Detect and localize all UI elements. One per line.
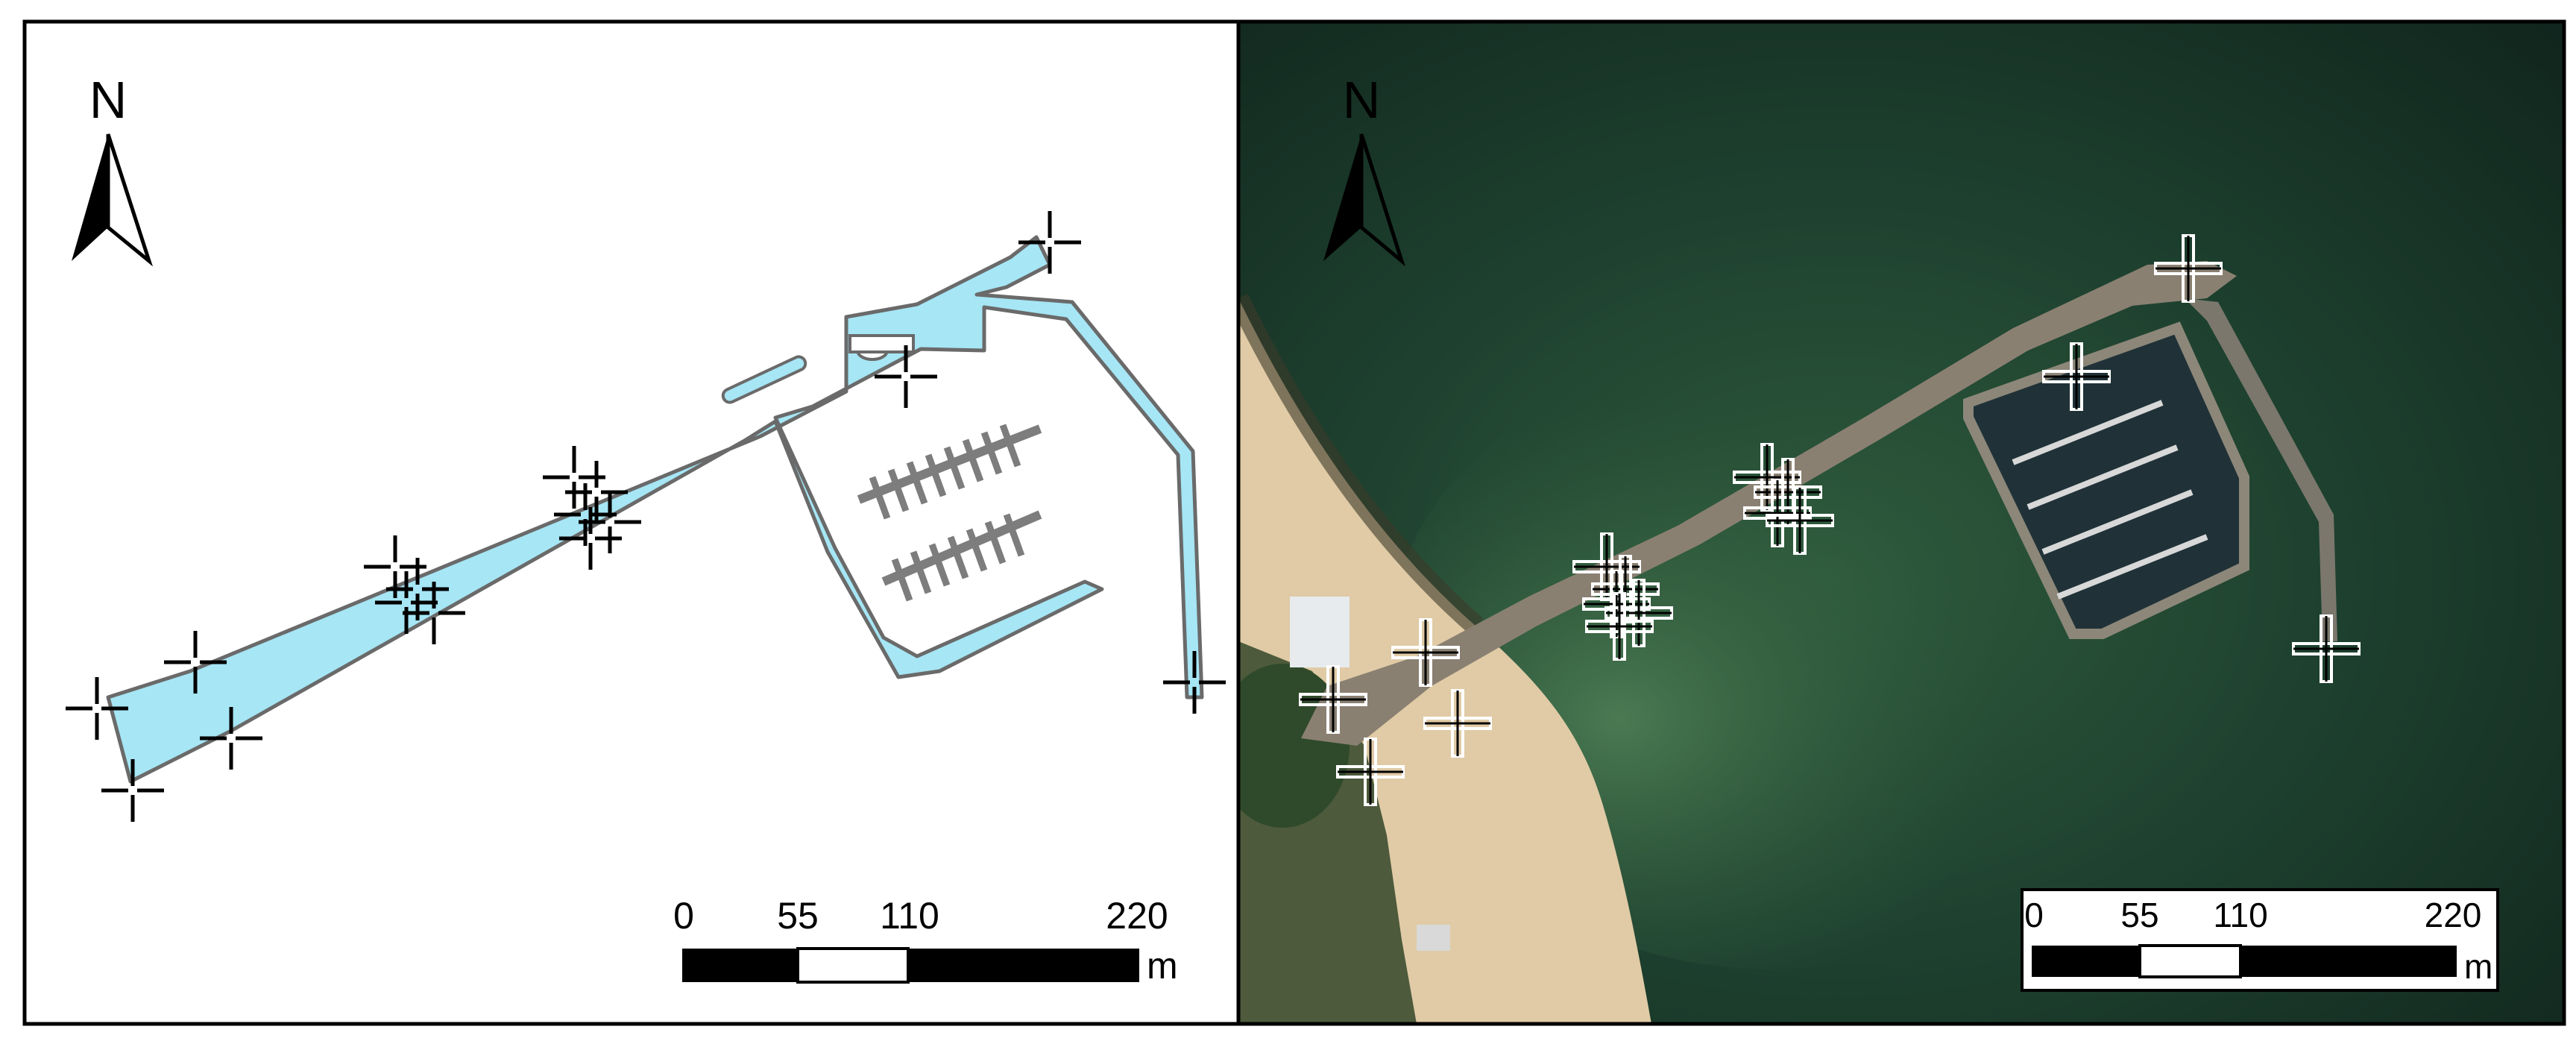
marina-basin [1963,321,2249,639]
marina-jetties [857,424,1042,602]
pier-plan [106,235,1204,784]
pier-building [721,355,807,404]
north-arrow-icon: N [1323,71,1405,267]
north-arrow-icon: N [72,71,153,267]
left-panel: N [22,19,1241,1026]
scale-segment [796,947,910,984]
scale-segment [2240,946,2457,977]
marina-boats [2012,400,2208,600]
pier-walkway [106,235,1204,784]
north-label: N [89,71,127,129]
pier-bay [848,334,915,353]
scale-segment [682,949,798,982]
scale-tick-label: 110 [880,895,939,937]
pier-walkway [1301,261,2237,746]
scale-tick-label: 0 [673,895,694,937]
scale-tick-label: 0 [2024,896,2044,934]
scale-tick-label: 55 [2120,896,2158,934]
scale-tick-label: 55 [777,895,819,937]
building [1417,925,1450,951]
scale-unit: m [1147,945,1178,987]
right-panel-frame [1236,19,2566,1026]
scale-bar: 0 55 110 220 m [2021,888,2499,992]
satellite-image [1238,22,2564,1024]
marina-breakwater [2185,298,2337,641]
scale-tick-label: 110 [2213,896,2267,934]
scale-tick-label: 220 [2425,896,2482,934]
right-panel: N 0 55 110 [1236,19,2566,1026]
scale-segment [2032,946,2140,977]
scale-unit: m [2464,947,2492,986]
building [1290,597,1350,667]
scale-segment [908,949,1139,982]
north-label: N [1343,71,1381,129]
scale-bar: 0 55 110 220 m [673,895,1178,987]
scale-tick-label: 220 [1106,895,1168,937]
scale-segment [2138,944,2242,978]
